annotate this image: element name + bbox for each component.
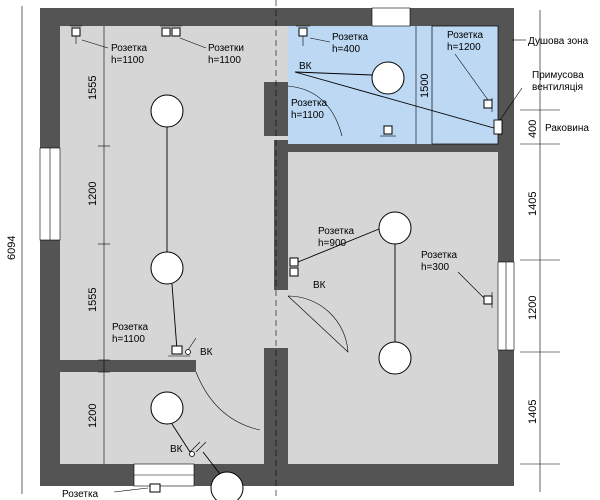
lamp-bottom — [210, 471, 244, 500]
dim-value: 1500 — [419, 74, 431, 98]
wire-bottom — [202, 451, 221, 475]
label-height: h=900 — [318, 238, 347, 249]
label-height: h=1100 — [111, 55, 144, 66]
socket-icon — [70, 25, 82, 44]
label-height: h=1100 — [208, 55, 241, 66]
label-vk: ВК — [299, 61, 312, 72]
label-height: h=1100 — [112, 334, 145, 345]
dim-value: 400 — [527, 120, 539, 138]
leader-line — [179, 37, 207, 49]
label-vk: ВК — [200, 347, 213, 358]
lamp-left-top — [150, 94, 184, 128]
door-right-room — [287, 295, 349, 353]
label-height: h=300 — [421, 262, 450, 273]
label-socket: Розетка — [318, 226, 355, 237]
label-ventilation: вентиляція — [532, 82, 583, 93]
label-ventilation: Примусова — [532, 70, 584, 81]
door-hall-swing — [195, 371, 261, 431]
partition-mid — [274, 140, 288, 290]
label-socket: Розетка — [447, 30, 484, 41]
dim-value: 1200 — [527, 296, 539, 320]
leader-line — [499, 87, 523, 121]
socket-icon — [296, 25, 310, 46]
label-socket: Розетка — [111, 43, 148, 54]
dim-value: 1555 — [87, 288, 99, 312]
socket-icon — [380, 125, 396, 137]
label-socket: Розетки — [208, 43, 244, 54]
wire-left-switch — [171, 283, 178, 351]
wire-left-low — [171, 423, 191, 453]
label-height: h=400 — [332, 44, 361, 55]
label-height: h=1200 — [447, 42, 481, 53]
dim-value: 1200 — [87, 182, 99, 206]
lamp-right-top — [378, 211, 412, 245]
shower-zone-outline — [431, 25, 499, 145]
socket-icon — [483, 98, 493, 112]
label-vk: ВК — [313, 280, 326, 291]
socket-icon — [483, 292, 493, 308]
lamp-left-low — [150, 391, 184, 425]
label-vk: ВК — [170, 444, 183, 455]
leader-line — [309, 37, 331, 43]
socket-icon — [149, 483, 161, 493]
label-sink: Раковина — [545, 123, 589, 134]
switch-icon — [185, 337, 197, 355]
dim-total: 6094 — [6, 236, 18, 260]
label-socket: Розетка — [291, 98, 328, 109]
lamp-right-low — [378, 341, 412, 375]
label-socket: Розетка — [112, 322, 149, 333]
wire-bath-lamp — [294, 71, 373, 76]
label-height: h=1100 — [291, 110, 324, 121]
lamp-bathroom — [371, 61, 405, 95]
wire-bath-vent — [294, 71, 495, 129]
leader-line — [113, 487, 149, 493]
window-top — [371, 7, 411, 27]
dim-value: 1405 — [527, 400, 539, 424]
room-right — [288, 152, 498, 464]
label-socket: Розетка — [421, 250, 458, 261]
label-socket: Розетка — [332, 32, 369, 43]
ventilation-icon — [493, 119, 503, 135]
door-bathroom — [287, 85, 343, 137]
lamp-left-mid — [150, 251, 184, 285]
switch-icon — [189, 441, 207, 457]
dim-value: 1555 — [87, 76, 99, 100]
socket-icon — [168, 345, 190, 357]
socket-icon — [160, 25, 182, 37]
dim-value: 1200 — [87, 404, 99, 428]
partition-bath-floor — [288, 144, 498, 152]
label-shower-zone: Душова зона — [528, 36, 589, 47]
partition-left-low — [60, 360, 196, 372]
leader-line — [457, 271, 485, 299]
leader-line — [454, 53, 489, 101]
label-socket: Розетка — [62, 489, 99, 500]
dim-value: 1405 — [527, 192, 539, 216]
leader-line — [81, 39, 109, 49]
wire-right — [297, 228, 380, 263]
socket-icon — [289, 257, 299, 277]
